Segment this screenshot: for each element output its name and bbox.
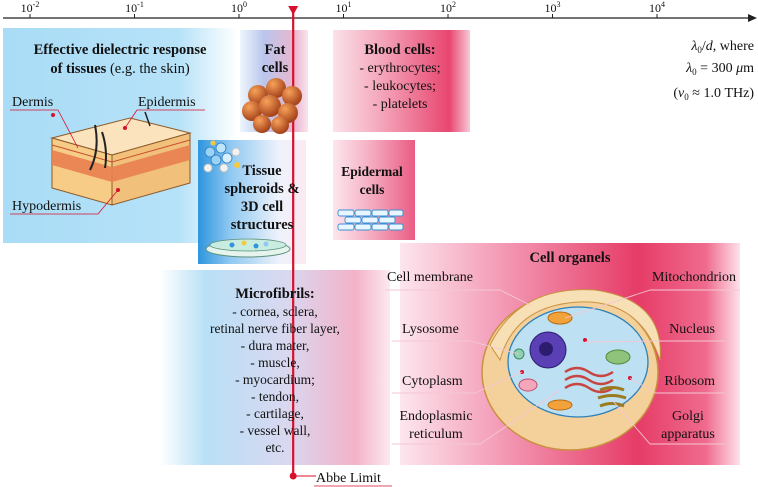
- microfibrils-item: - dura mater,: [241, 338, 310, 353]
- microfibrils-item: - cornea, sclera,: [232, 304, 317, 319]
- dermis-label: Dermis: [12, 95, 53, 110]
- axis-tick-label: 10-1: [125, 0, 144, 15]
- blood-item: - erythrocytes;: [359, 61, 440, 76]
- blood-panel: [333, 30, 470, 132]
- ribosom-label: Ribosom: [664, 374, 715, 389]
- legend-value: = 300: [697, 61, 736, 76]
- er-label-2: reticulum: [409, 427, 463, 442]
- legend-slash: /: [702, 39, 706, 54]
- microfibrils-item: - muscle,: [250, 355, 300, 370]
- microfibrils-item: - myocardium;: [235, 372, 315, 387]
- legend-lambda: λ: [690, 39, 697, 54]
- microfibrils-item: - vessel wall,: [240, 423, 311, 438]
- axis-tick-label: 104: [649, 0, 665, 15]
- er-label-1: Endoplasmic: [399, 409, 472, 424]
- organel-leaders: [385, 289, 740, 445]
- svg-text:λ0/d, where: λ0/d, where: [690, 39, 754, 55]
- legend-sub3: 0: [684, 92, 689, 102]
- fat-cells-illustration: [242, 78, 302, 134]
- nucleus-label: Nucleus: [669, 322, 715, 337]
- spheroids-line: 3D cell: [241, 199, 283, 215]
- axis-tick-label: 100: [231, 0, 247, 15]
- legend-lambda2: λ: [685, 61, 692, 76]
- microfibrils-item: retinal nerve fiber layer,: [210, 321, 340, 336]
- axis-tick-label: 101: [336, 0, 352, 15]
- skin-illustration: [50, 111, 192, 206]
- axis-ticks: 10-2 10-1 100 101 102 103 104: [21, 0, 665, 18]
- legend-sub2: 0: [692, 67, 697, 77]
- legend-thz: ≈ 1.0 THz): [689, 86, 755, 101]
- dielectric-title-1: Effective dielectric response: [34, 42, 207, 58]
- fat-title-1: Fat: [265, 42, 286, 58]
- spheroids-line: spheroids &: [224, 181, 299, 197]
- dielectric-title-2: of tissues (e.g. the skin): [50, 61, 190, 77]
- fat-title-2: cells: [262, 60, 289, 76]
- dielectric-title-rest: (e.g. the skin): [106, 61, 190, 77]
- axis-tick-label: 103: [545, 0, 561, 15]
- log-axis: 10-2 10-1 100 101 102 103 104: [3, 0, 757, 22]
- lysosome-label: Lysosome: [402, 322, 459, 337]
- blood-title: Blood cells:: [364, 42, 435, 58]
- legend-paren: (: [673, 86, 678, 101]
- legend-d: d: [706, 39, 714, 54]
- spheroids-line: Tissue: [242, 163, 282, 179]
- legend-nu: ν: [678, 86, 685, 101]
- epidermis-label: Epidermis: [138, 95, 196, 110]
- microfibrils-item: - cartilage,: [246, 406, 304, 421]
- hypodermis-label: Hypodermis: [12, 199, 81, 214]
- cell-membrane-label: Cell membrane: [387, 270, 473, 285]
- epidermal-cells-illustration: [337, 209, 404, 231]
- dermis-dot: [51, 113, 55, 117]
- svg-text:(ν0 ≈ 1.0 THz): (ν0 ≈ 1.0 THz): [673, 86, 754, 102]
- cell-illustration: [481, 289, 661, 451]
- golgi-label-2: apparatus: [661, 427, 715, 442]
- cytoplasm-label: Cytoplasm: [402, 374, 463, 389]
- abbe-limit-label: Abbe Limit: [316, 471, 381, 486]
- spheroids-illustration: [203, 140, 291, 258]
- axis-tick-label: 10-2: [21, 0, 40, 15]
- microfibrils-item: etc.: [265, 440, 284, 455]
- legend-where: , where: [713, 39, 754, 54]
- legend-sub: 0: [697, 45, 702, 55]
- blood-item: - platelets: [373, 97, 428, 112]
- spheroids-line: structures: [231, 217, 294, 233]
- microfibrils-title: Microfibrils:: [235, 286, 314, 302]
- axis-tick-label: 102: [440, 0, 456, 15]
- legend-unit: m: [743, 61, 754, 76]
- epidermal-title-2: cells: [360, 182, 385, 197]
- blood-item: - leukocytes;: [364, 79, 436, 94]
- epidermal-title-1: Epidermal: [341, 164, 403, 179]
- organels-title: Cell organels: [530, 250, 611, 266]
- svg-text:λ0 = 300 μm: λ0 = 300 μm: [685, 61, 754, 77]
- legend-mu: μ: [735, 61, 743, 76]
- wavelength-legend: λ0/d, where λ0 = 300 μm (ν0 ≈ 1.0 THz): [673, 39, 754, 102]
- mitochondrion-label: Mitochondrion: [652, 270, 736, 285]
- microfibrils-panel: [160, 270, 390, 465]
- microfibrils-item: - tendon,: [251, 389, 299, 404]
- golgi-label-1: Golgi: [672, 409, 704, 424]
- dielectric-title-bold: of tissues: [50, 61, 106, 77]
